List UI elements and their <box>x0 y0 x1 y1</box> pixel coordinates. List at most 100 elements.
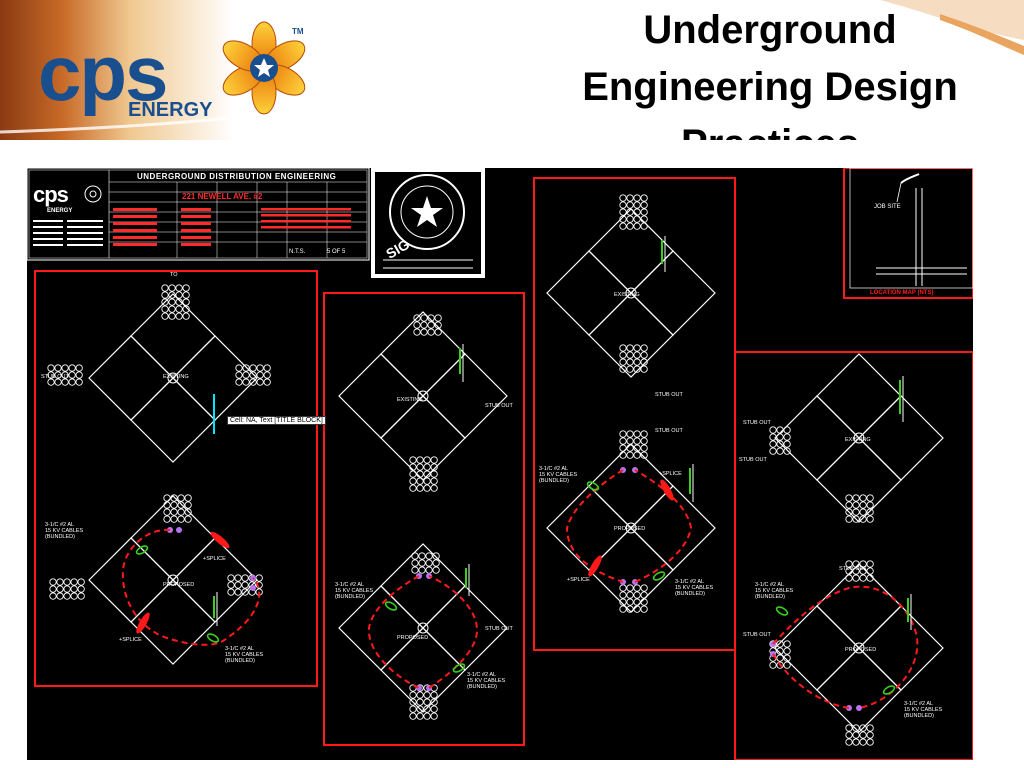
conduit-bank <box>769 640 791 669</box>
label-stub-out-p2: STUB OUT <box>485 403 513 409</box>
title-block-header: UNDERGROUND DISTRIBUTION ENGINEERING <box>137 172 336 181</box>
star-flower-icon <box>222 21 306 115</box>
cad-canvas: cps ENERGY UNDERGROUND DISTRIBUTION ENGI… <box>27 168 973 760</box>
cable-tag-icon <box>775 606 789 616</box>
cad-drawing[interactable]: cps ENERGY UNDERGROUND DISTRIBUTION ENGI… <box>27 168 973 760</box>
conduit-bank <box>47 364 83 386</box>
title-block-red-field <box>113 215 157 218</box>
cable-route <box>121 528 261 646</box>
cable-label-p1-l3: (BUNDLED) <box>45 534 75 540</box>
label-proposed-p4: PROPOSED <box>845 647 876 653</box>
label-stub-out-p4: STUB OUT <box>743 420 771 426</box>
cable-label-p4-l1: 3-1/C #2 AL <box>755 582 784 588</box>
label-stub-out-p4c: STUB OUT <box>839 566 867 572</box>
conduit-bank <box>49 578 85 600</box>
title-block-white-field <box>67 226 103 228</box>
conduit-bank <box>409 684 438 720</box>
conduit-bank <box>845 560 874 582</box>
cable-label-p3-r1: 3-1/C #2 AL <box>675 579 704 585</box>
manhole-symbol <box>546 443 716 613</box>
stub-marker <box>465 568 467 588</box>
stub-marker <box>459 348 461 374</box>
title-block-white-field <box>67 244 103 246</box>
cable-label-p4-r3: (BUNDLED) <box>904 713 934 719</box>
label-splice-p1: +SPLICE <box>203 556 226 562</box>
trademark-mark: TM <box>292 27 304 36</box>
stub-marker <box>661 240 663 264</box>
logo-wordmark: cps <box>38 29 166 117</box>
label-proposed-p3: PROPOSED <box>614 526 645 532</box>
panel-border <box>734 351 973 760</box>
panel-border <box>34 270 318 687</box>
cable-label-p3-l2: 15 KV CABLES <box>539 472 578 478</box>
location-map: JOB SITE LOCATION MAP (NTS) <box>843 168 973 299</box>
stub-marker <box>907 598 909 622</box>
manhole-number-icon <box>417 390 429 402</box>
cable-label-p2-r3: (BUNDLED) <box>467 684 497 690</box>
label-stub-out-p4d: STUB OUT <box>743 632 771 638</box>
title-block-red-field <box>113 222 157 225</box>
title-block-scale: N.T.S. <box>289 249 306 255</box>
conduit-bank <box>619 344 648 373</box>
cable-label-p4-r2: 15 KV CABLES <box>904 707 943 713</box>
title-block-red-field <box>181 215 211 218</box>
stub-marker <box>899 380 901 414</box>
cable-label-p1-r3: (BUNDLED) <box>225 658 255 664</box>
cad-hover-tooltip: Cell: NA, Text [TITLE BLOCK] <box>227 416 326 425</box>
label-existing-p3: EXISTING <box>614 292 640 298</box>
cable-route <box>367 575 479 689</box>
manhole-symbol <box>338 311 508 481</box>
cable-tag-icon <box>452 663 466 673</box>
title-block-white-field <box>33 226 63 228</box>
cable-label-p2-l1: 3-1/C #2 AL <box>335 582 364 588</box>
stub-marker <box>213 596 215 618</box>
conduit-bank <box>619 430 648 459</box>
title-block-red-field <box>181 208 211 211</box>
cable-route <box>772 585 919 709</box>
cable-label-p1-l2: 15 KV CABLES <box>45 528 84 534</box>
conduit-bank <box>413 314 442 336</box>
title-block-white-field <box>33 232 63 234</box>
cable-label-p2-l2: 15 KV CABLES <box>335 588 374 594</box>
title-block-notes <box>261 214 351 217</box>
title-block[interactable]: cps ENERGY UNDERGROUND DISTRIBUTION ENGI… <box>27 168 370 261</box>
cps-energy-logo: cps ENERGY TM <box>38 21 306 121</box>
title-block-white-field <box>67 220 103 222</box>
title-block-star-icon <box>84 185 102 203</box>
manhole-number-icon <box>625 522 637 534</box>
title-block-white-field <box>33 220 63 222</box>
cable-label-p2-r2: 15 KV CABLES <box>467 678 506 684</box>
conduit-bank <box>235 364 271 386</box>
cable-label-p4-r1: 3-1/C #2 AL <box>904 701 933 707</box>
cable-tag-icon <box>652 571 666 581</box>
title-block-red-field <box>181 243 211 246</box>
title-block-white-field <box>67 238 103 240</box>
stub-marker <box>689 468 691 494</box>
conduit-bank <box>769 426 791 455</box>
cable-label-p1-l1: 3-1/C #2 AL <box>45 522 74 528</box>
manhole-number-icon <box>625 287 637 299</box>
cable-label-p3-l1: 3-1/C #2 AL <box>539 466 568 472</box>
title-block-red-field <box>181 229 211 232</box>
title-block-grid <box>33 182 367 258</box>
manhole-number-icon <box>167 574 179 586</box>
conduit-bank <box>409 456 438 492</box>
cable-label-p2-l3: (BUNDLED) <box>335 594 365 600</box>
title-block-red-field <box>113 208 157 211</box>
manhole-number-icon <box>853 642 865 654</box>
manhole-symbol <box>546 208 716 378</box>
conduit-bank <box>845 494 874 523</box>
engineer-seal: SIG <box>371 168 485 278</box>
splice-icon <box>136 612 150 634</box>
conduit-bank <box>619 194 648 230</box>
title-block-white-field <box>67 232 103 234</box>
slide-banner: cps ENERGY TM Underground Engineering De… <box>0 0 1024 140</box>
job-site-label: JOB SITE <box>874 204 901 210</box>
conduit-bank <box>619 584 648 613</box>
location-map-caption: LOCATION MAP (NTS) <box>870 290 933 296</box>
label-stub-out-p1: STUB OUT <box>41 374 69 380</box>
logo-subtext: ENERGY <box>128 99 213 121</box>
splice-icon <box>660 479 674 501</box>
selected-stub <box>213 394 215 434</box>
title-block-notes <box>261 208 351 211</box>
